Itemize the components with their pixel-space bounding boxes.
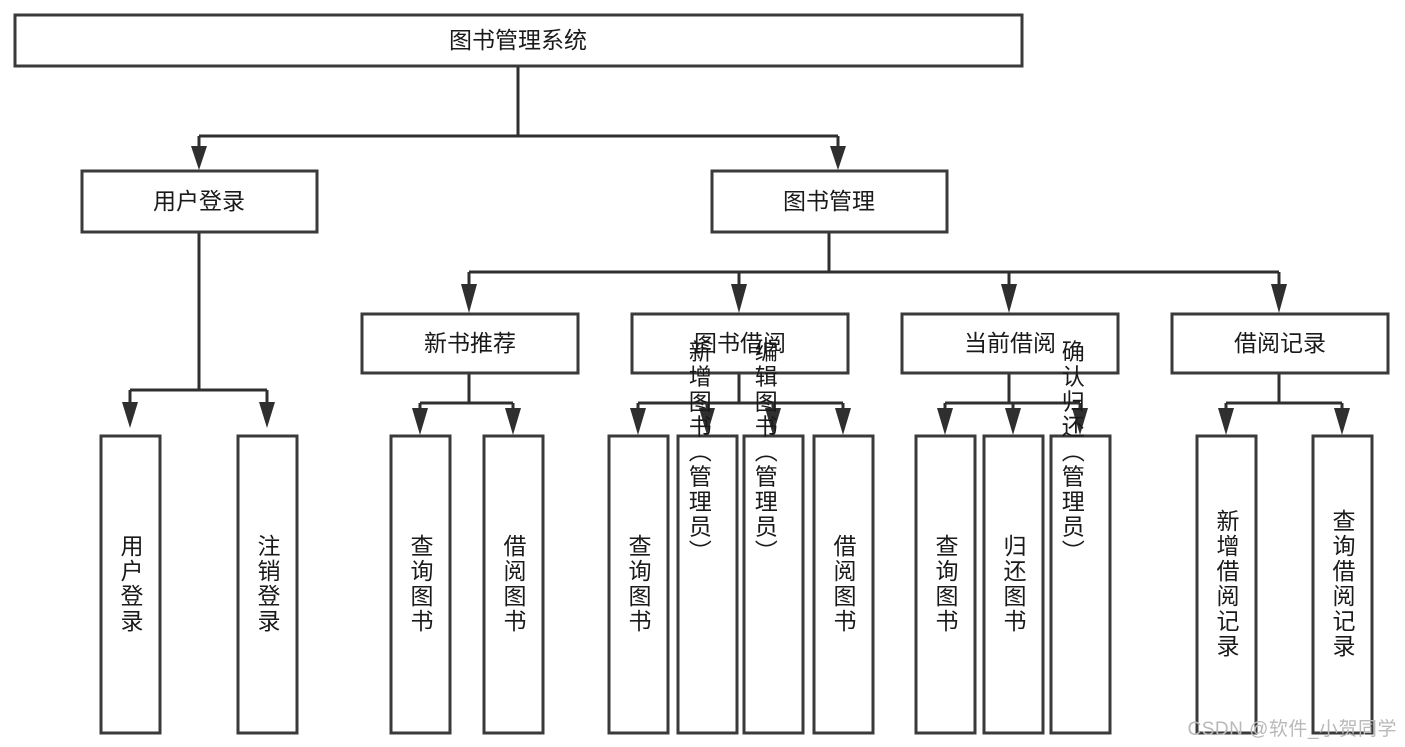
leaf-node-query-book-newbook[interactable]: 查询图书	[389, 434, 452, 735]
connector-borrowrecord-to-leaves	[1218, 374, 1350, 435]
leaf-node-query-book-current[interactable]: 查询图书	[914, 434, 977, 735]
leaf-node-add-borrow-record[interactable]: 新增借阅记录	[1195, 434, 1258, 735]
leaf-node-confirm-return-admin[interactable]: 确认归还（管理员）	[1049, 340, 1112, 735]
arrow-head-icon	[461, 284, 477, 313]
leaf-node-add-borrow-record-label: 新增借阅记录	[1213, 509, 1240, 659]
arrow-head-icon	[835, 408, 851, 435]
leaf-node-borrow-book-newbook[interactable]: 借阅图书	[482, 434, 545, 735]
leaf-node-user-login-label: 用户登录	[117, 534, 144, 634]
arrow-head-icon	[765, 408, 781, 435]
connector-newbook-to-leaves	[412, 374, 521, 435]
node-user-login-label: 用户登录	[153, 188, 245, 214]
arrow-head-icon	[259, 402, 275, 428]
connector-bookborrow-to-leaves	[630, 374, 851, 435]
node-current-borrow[interactable]: 当前借阅	[900, 312, 1120, 375]
arrow-head-icon	[1218, 408, 1234, 435]
leaf-node-borrow-book-newbook-label: 借阅图书	[500, 534, 527, 634]
node-borrow-record[interactable]: 借阅记录	[1170, 312, 1390, 375]
arrow-head-icon	[1001, 284, 1017, 313]
leaf-node-edit-book-admin-label: 编辑图书（管理员）	[751, 340, 778, 565]
leaf-node-query-borrow-record-label: 查询借阅记录	[1329, 509, 1356, 659]
leaf-node-confirm-return-admin-label: 确认归还（管理员）	[1058, 340, 1085, 565]
leaf-node-query-book-borrow[interactable]: 查询图书	[607, 434, 670, 735]
leaf-node-return-book[interactable]: 归还图书	[982, 434, 1045, 735]
node-root-system-label: 图书管理系统	[449, 27, 587, 53]
node-new-book-recommend[interactable]: 新书推荐	[360, 312, 580, 375]
node-root-system[interactable]: 图书管理系统	[13, 13, 1024, 68]
connector-bookmgmt-to-level3	[461, 232, 1287, 313]
arrow-head-icon	[191, 146, 207, 170]
leaf-node-return-book-label: 归还图书	[1000, 534, 1027, 634]
node-new-book-recommend-label: 新书推荐	[424, 330, 516, 356]
node-book-borrow-label: 图书借阅	[694, 330, 786, 356]
leaf-node-query-book-borrow-label: 查询图书	[625, 534, 652, 634]
arrow-head-icon	[505, 408, 521, 435]
arrow-head-icon	[1005, 408, 1021, 435]
node-book-management[interactable]: 图书管理	[710, 169, 949, 234]
node-borrow-record-label: 借阅记录	[1234, 330, 1326, 356]
leaf-node-borrow-book-borrow[interactable]: 借阅图书	[812, 434, 875, 735]
arrow-head-icon	[830, 146, 846, 170]
node-user-login[interactable]: 用户登录	[80, 169, 319, 234]
csdn-watermark: CSDN @软件_小贺同学	[1187, 719, 1397, 740]
arrow-head-icon	[731, 284, 747, 313]
leaf-node-query-book-newbook-label: 查询图书	[407, 534, 434, 634]
connector-currentborrow-to-leaves	[937, 374, 1088, 435]
arrow-head-icon	[937, 408, 953, 435]
arrow-head-icon	[412, 408, 428, 435]
node-book-borrow[interactable]: 图书借阅	[630, 312, 850, 375]
arrow-head-icon	[699, 408, 715, 435]
connector-userlogin-to-leaves	[122, 232, 275, 428]
leaf-node-query-borrow-record[interactable]: 查询借阅记录	[1311, 434, 1374, 735]
arrow-head-icon	[1271, 284, 1287, 313]
arrow-head-icon	[630, 408, 646, 435]
leaf-node-query-book-current-label: 查询图书	[932, 534, 959, 634]
arrow-head-icon	[122, 402, 138, 428]
node-current-borrow-label: 当前借阅	[964, 330, 1056, 356]
leaf-node-logout[interactable]: 注销登录	[236, 434, 299, 735]
leaf-node-edit-book-admin[interactable]: 编辑图书（管理员）	[742, 340, 805, 735]
arrow-head-icon	[1072, 408, 1088, 435]
leaf-node-borrow-book-borrow-label: 借阅图书	[830, 534, 857, 634]
leaf-node-add-book-admin[interactable]: 新增图书（管理员）	[676, 340, 739, 735]
node-book-management-label: 图书管理	[783, 188, 875, 214]
arrow-head-icon	[1334, 408, 1350, 435]
connector-root-to-level2	[191, 66, 846, 170]
leaf-node-logout-label: 注销登录	[254, 534, 281, 634]
leaf-node-add-book-admin-label: 新增图书（管理员）	[685, 340, 712, 565]
leaf-node-user-login[interactable]: 用户登录	[99, 434, 162, 735]
